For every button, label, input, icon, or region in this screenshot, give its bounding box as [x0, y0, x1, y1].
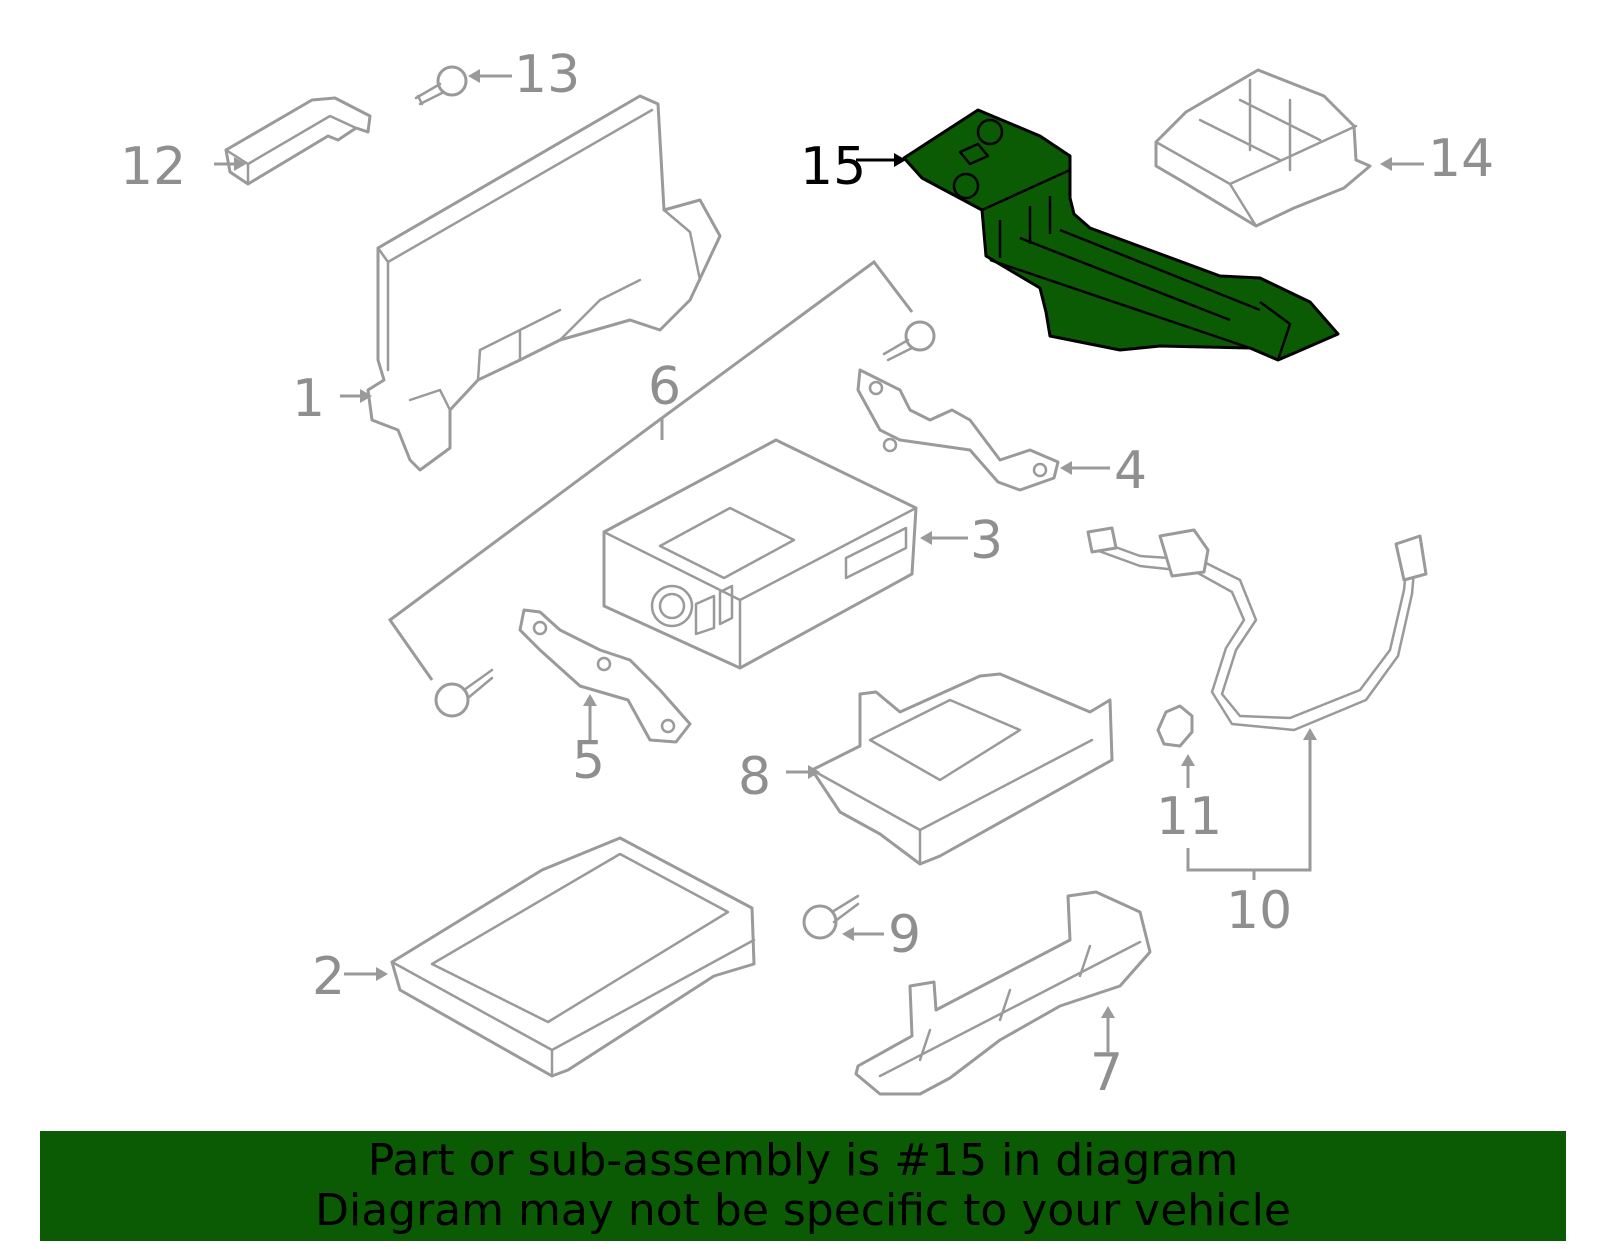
notice-banner: Part or sub-assembly is #15 in diagram D…	[40, 1131, 1566, 1241]
callout-3: 3	[970, 511, 1003, 571]
part-6-screws	[387, 259, 936, 718]
callout-8: 8	[738, 747, 771, 807]
callout-6: 6	[648, 357, 681, 417]
part-7	[854, 890, 1152, 1096]
notice-line-1: Part or sub-assembly is #15 in diagram	[367, 1135, 1239, 1186]
part-2	[390, 836, 756, 1078]
callout-1: 1	[292, 369, 325, 429]
part-9	[802, 894, 860, 940]
callout-11: 11	[1156, 787, 1222, 847]
part-10	[1086, 526, 1428, 732]
callout-12: 12	[120, 137, 186, 197]
part-12	[224, 96, 372, 186]
callout-15: 15	[800, 137, 866, 197]
part-1	[366, 94, 722, 472]
callout-7: 7	[1090, 1043, 1123, 1103]
part-8	[810, 672, 1114, 866]
callout-14: 14	[1428, 129, 1494, 189]
callout-10: 10	[1226, 881, 1292, 941]
leaders	[214, 69, 1424, 1052]
part-5	[518, 608, 692, 744]
callout-2: 2	[312, 947, 345, 1007]
callout-9: 9	[888, 905, 921, 965]
callout-4: 4	[1114, 441, 1147, 501]
part-13	[414, 65, 468, 106]
part-4	[856, 368, 1060, 492]
part-11	[1156, 704, 1194, 748]
notice-line-2: Diagram may not be specific to your vehi…	[315, 1185, 1291, 1236]
part-15	[902, 108, 1340, 362]
callout-5: 5	[572, 731, 605, 791]
part-3	[602, 438, 918, 670]
callout-labels: 1 2 3 4 5 6 7 8 9 10 11 12 13 14 15	[120, 45, 1494, 1103]
part-14	[1154, 68, 1372, 228]
callout-13: 13	[514, 45, 580, 105]
